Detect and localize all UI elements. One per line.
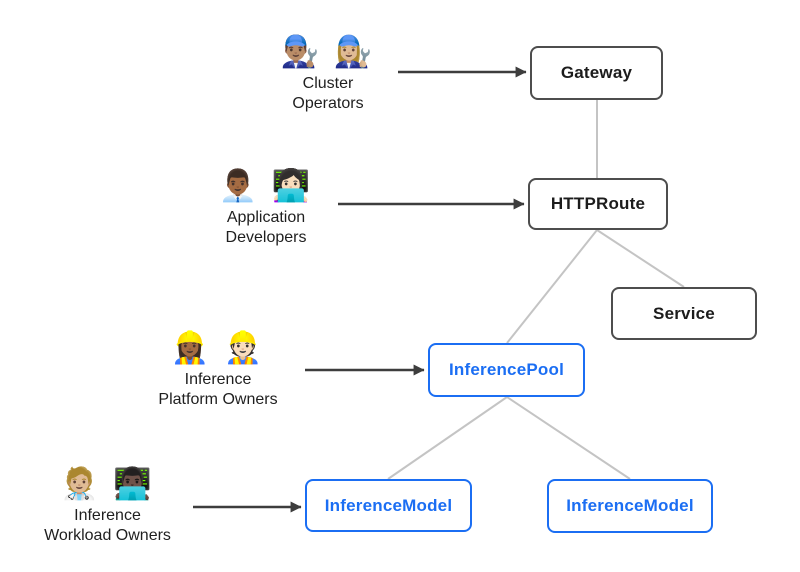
node-inferencemodel-left-label: InferenceModel (324, 495, 453, 515)
workload-owners-emoji-icons: 🧑🏼‍⚕️ 👨🏿‍💻 (60, 466, 155, 501)
edge-inferencepool-inferencemodel-left (387, 396, 508, 480)
persona-application-developers: 👨🏾‍💼 👩🏻‍💻 Application Developers (166, 164, 366, 248)
persona-cluster-operators: 👨🏽‍🔧 👩🏼‍🔧 Cluster Operators (228, 30, 428, 114)
node-inferencemodel-left: InferenceModel (305, 479, 472, 532)
persona-label: Platform Owners (158, 391, 278, 408)
node-inferencemodel-right: InferenceModel (547, 479, 713, 533)
platform-owners-emoji-icons: 👷🏾‍♀️ 👷🏻 (170, 330, 266, 365)
node-inferencepool: InferencePool (428, 343, 585, 397)
persona-label: Developers (225, 229, 307, 246)
persona-inference-workload-owners: 🧑🏼‍⚕️ 👨🏿‍💻 Inference Workload Owners (0, 462, 215, 546)
edge-inferencepool-inferencemodel-right (506, 396, 631, 480)
node-inferencemodel-right-label: InferenceModel (566, 496, 694, 515)
persona-label: Inference (74, 507, 141, 524)
edge-httproute-inferencepool (506, 229, 598, 344)
node-gateway-label: Gateway (560, 63, 633, 82)
persona-label: Application (226, 209, 306, 226)
cluster-operators-emoji-icons: 👨🏽‍🔧 👩🏼‍🔧 (280, 34, 376, 69)
persona-label: Inference (184, 371, 252, 388)
persona-label: Operators (292, 95, 364, 112)
persona-label: Workload Owners (44, 527, 171, 544)
node-service: Service (611, 287, 757, 340)
persona-label: Cluster (302, 75, 354, 92)
application-developers-emoji-icons: 👨🏾‍💼 👩🏻‍💻 (218, 168, 314, 203)
node-httproute: HTTPRoute (528, 178, 668, 230)
node-service-label: Service (653, 303, 715, 323)
edge-httproute-service (596, 229, 685, 288)
node-gateway: Gateway (530, 46, 663, 100)
node-httproute-label: HTTPRoute (550, 194, 646, 213)
persona-inference-platform-owners: 👷🏾‍♀️ 👷🏻 Inference Platform Owners (108, 326, 328, 410)
node-inferencepool-label: InferencePool (448, 360, 565, 379)
